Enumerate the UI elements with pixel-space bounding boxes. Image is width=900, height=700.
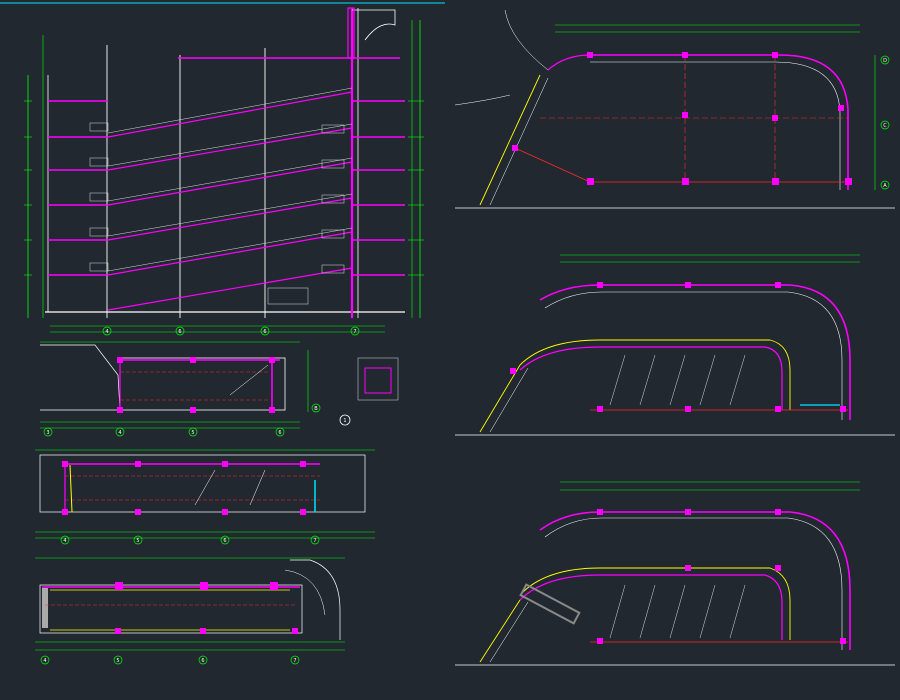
detail-callout: 1 (339, 357, 399, 426)
svg-text:6: 6 (263, 329, 266, 335)
axis-bubble-icon (880, 55, 890, 65)
svg-text:5: 5 (116, 658, 119, 664)
plan-1-axis-bubbles: 3 4 5 6 B (43, 403, 321, 437)
svg-text:5: 5 (136, 538, 139, 544)
svg-text:1: 1 (343, 418, 346, 424)
plan-3-axis-bubbles: 4 5 6 7 (40, 655, 300, 665)
svg-text:D: D (883, 58, 887, 64)
svg-text:7: 7 (353, 329, 356, 335)
plan-2-axis-bubbles: 4 5 6 7 (60, 535, 320, 545)
svg-text:6: 6 (178, 329, 181, 335)
right-plan-top: D C A (454, 9, 895, 209)
svg-text:4: 4 (105, 329, 108, 335)
svg-text:A: A (883, 183, 887, 189)
svg-text:6: 6 (201, 658, 204, 664)
svg-text:4: 4 (118, 430, 121, 436)
svg-text:4: 4 (63, 538, 66, 544)
plan-drawing-2: 4 5 6 7 (35, 449, 375, 545)
section-drawing: 4 6 6 7 (24, 7, 424, 336)
section-axis-bubbles: 4 6 6 7 (102, 326, 360, 336)
svg-text:B: B (314, 406, 318, 412)
right-top-axis-bubbles: D C A (880, 55, 890, 190)
svg-text:C: C (883, 123, 887, 129)
plan-drawing-1: 3 4 5 6 B (40, 341, 321, 437)
svg-text:7: 7 (313, 538, 316, 544)
detail-callout-icon (339, 414, 351, 426)
svg-text:3: 3 (46, 430, 49, 436)
svg-text:6: 6 (278, 430, 281, 436)
plan-drawing-3: 4 5 6 7 (35, 557, 345, 665)
svg-text:5: 5 (191, 430, 194, 436)
svg-text:7: 7 (293, 658, 296, 664)
right-plan-bottom (455, 481, 895, 666)
right-plan-middle (455, 254, 895, 436)
svg-text:4: 4 (43, 658, 46, 664)
svg-text:6: 6 (223, 538, 226, 544)
